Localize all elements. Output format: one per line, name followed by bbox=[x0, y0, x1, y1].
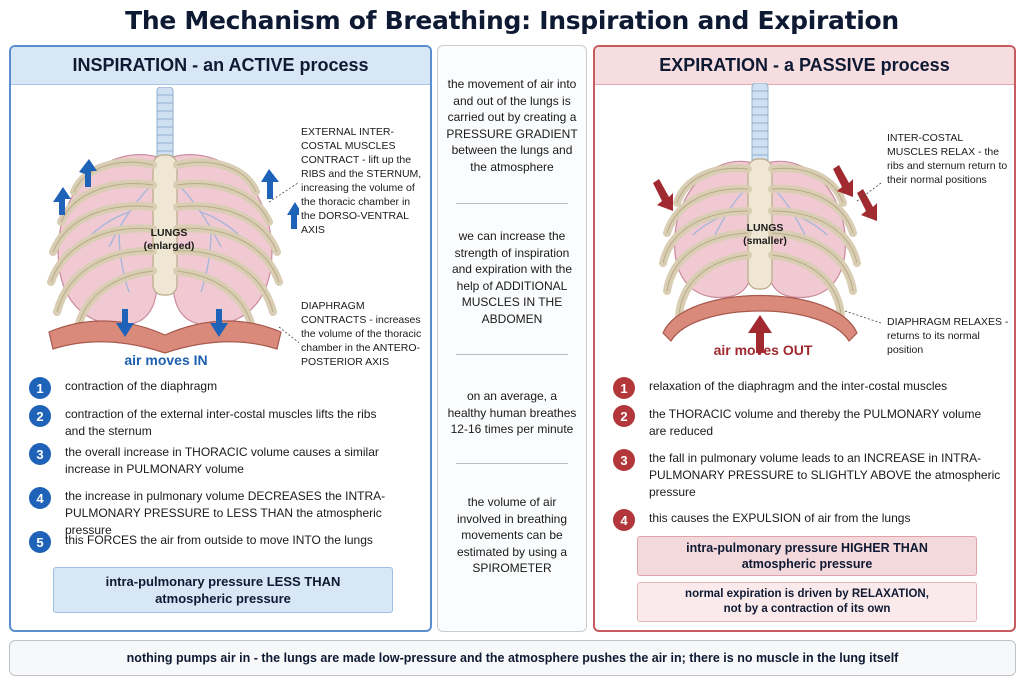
inspiration-heading: INSPIRATION - an ACTIVE process bbox=[11, 47, 430, 85]
expiration-step-2: 2 the THORACIC volume and thereby the PU… bbox=[613, 405, 1002, 440]
step-text: the increase in pulmonary volume DECREAS… bbox=[65, 489, 386, 537]
step-number-badge: 5 bbox=[29, 531, 51, 553]
step-number-badge: 4 bbox=[29, 487, 51, 509]
inspiration-panel: INSPIRATION - an ACTIVE process bbox=[9, 45, 432, 632]
inspiration-step-1: 1 contraction of the diaphragm bbox=[29, 377, 418, 399]
step-text: relaxation of the diaphragm and the inte… bbox=[649, 379, 948, 393]
inspiration-step-3: 3 the overall increase in THORACIC volum… bbox=[29, 443, 418, 478]
step-text: this FORCES the air from outside to move… bbox=[65, 533, 373, 547]
divider bbox=[456, 463, 568, 464]
divider bbox=[456, 203, 568, 204]
inspiration-summary-box: intra-pulmonary pressure LESS THAN atmos… bbox=[53, 567, 393, 613]
expiration-step-3: 3 the fall in pulmonary volume leads to … bbox=[613, 449, 1002, 501]
inspiration-thorax-illustration bbox=[47, 87, 299, 354]
general-notes-panel: the movement of air into and out of the … bbox=[437, 45, 587, 632]
inspiration-annotation-diaphragm: DIAPHRAGM CONTRACTS - increases the volu… bbox=[301, 300, 422, 368]
step-text: the fall in pulmonary volume leads to an… bbox=[649, 451, 1001, 499]
expiration-thorax-illustration bbox=[653, 83, 882, 353]
lungs-sublabel-text: (enlarged) bbox=[143, 240, 195, 252]
step-number-badge: 2 bbox=[29, 405, 51, 427]
expiration-annotation-intercostal: INTER-COSTAL MUSCLES RELAX - the ribs an… bbox=[887, 132, 1008, 186]
expiration-step-1: 1 relaxation of the diaphragm and the in… bbox=[613, 377, 1002, 399]
step-number-badge: 1 bbox=[29, 377, 51, 399]
expiration-panel: EXPIRATION - a PASSIVE process bbox=[593, 45, 1016, 632]
step-number-badge: 2 bbox=[613, 405, 635, 427]
step-text: the overall increase in THORACIC volume … bbox=[65, 445, 379, 476]
step-number-badge: 4 bbox=[613, 509, 635, 531]
lungs-sublabel-text: (smaller) bbox=[743, 235, 787, 247]
note-breathing-rate: on an average, a healthy human breathes … bbox=[447, 389, 577, 436]
inspiration-lungs-label: LUNGS (enlarged) bbox=[129, 227, 209, 253]
inspiration-step-5: 5 this FORCES the air from outside to mo… bbox=[29, 531, 418, 553]
expiration-lungs-label: LUNGS (smaller) bbox=[725, 222, 805, 248]
expiration-heading: EXPIRATION - a PASSIVE process bbox=[595, 47, 1014, 85]
lungs-label-text: LUNGS bbox=[150, 227, 188, 239]
footer-note: nothing pumps air in - the lungs are mad… bbox=[9, 640, 1016, 676]
inspiration-step-4: 4 the increase in pulmonary volume DECRE… bbox=[29, 487, 418, 539]
inspiration-step-2: 2 contraction of the external inter-cost… bbox=[29, 405, 418, 440]
step-text: contraction of the diaphragm bbox=[65, 379, 218, 393]
inspiration-annotation-intercostal: EXTERNAL INTER-COSTAL MUSCLES CONTRACT -… bbox=[301, 126, 422, 236]
air-moves-in-label: air moves IN bbox=[124, 352, 208, 368]
note-additional-muscles: we can increase the strength of inspirat… bbox=[451, 229, 573, 326]
note-pressure-gradient: the movement of air into and out of the … bbox=[446, 77, 578, 174]
expiration-note-box: normal expiration is driven by RELAXATIO… bbox=[637, 582, 977, 622]
step-number-badge: 3 bbox=[613, 449, 635, 471]
note-spirometer: the volume of air involved in breathing … bbox=[456, 495, 568, 575]
divider bbox=[456, 354, 568, 355]
lungs-label-text: LUNGS bbox=[746, 222, 784, 234]
step-text: this causes the EXPULSION of air from th… bbox=[649, 511, 911, 525]
page-title: The Mechanism of Breathing: Inspiration … bbox=[125, 6, 899, 35]
step-number-badge: 3 bbox=[29, 443, 51, 465]
step-text: contraction of the external inter-costal… bbox=[65, 407, 377, 438]
expiration-step-4: 4 this causes the EXPULSION of air from … bbox=[613, 509, 1002, 531]
step-number-badge: 1 bbox=[613, 377, 635, 399]
step-text: the THORACIC volume and thereby the PULM… bbox=[649, 407, 982, 438]
air-moves-out-label: air moves OUT bbox=[713, 342, 813, 358]
expiration-annotation-diaphragm: DIAPHRAGM RELAXES - returns to its norma… bbox=[887, 316, 1009, 356]
expiration-summary-box: intra-pulmonary pressure HIGHER THAN atm… bbox=[637, 536, 977, 576]
